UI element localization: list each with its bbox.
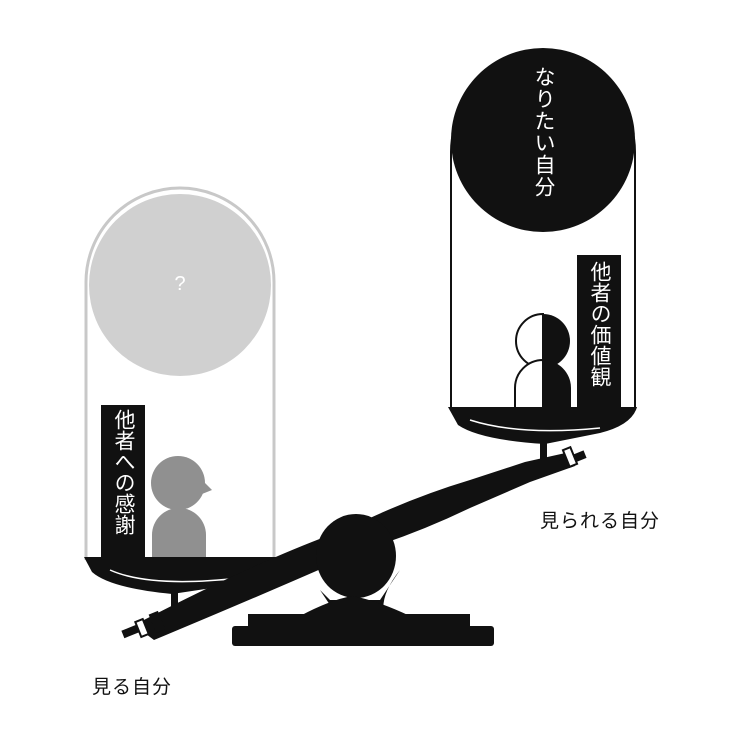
right-black-dome — [451, 48, 635, 232]
right-pan-assembly — [448, 48, 637, 462]
right-pan-tag: 他者の価値観 — [577, 255, 621, 407]
fulcrum-knob — [316, 514, 396, 598]
right-pan-caption: 見られる自分 — [540, 511, 661, 532]
gray-person-icon — [151, 456, 212, 557]
right-pan-hanger — [540, 440, 547, 462]
left-pan-assembly: ? — [84, 186, 276, 618]
left-pan-tag: 他者への感謝 — [101, 405, 145, 557]
right-pan-plate — [448, 407, 637, 444]
left-pan-hanger — [171, 590, 178, 618]
half-person-icon — [514, 312, 571, 411]
left-pan-caption: 見る自分 — [92, 677, 173, 698]
left-glass-jar — [84, 186, 276, 560]
scale-base — [232, 514, 494, 646]
base-pedestal — [300, 596, 410, 616]
right-dome-label: なりたい自分 — [532, 66, 555, 198]
left-dome-question: ? — [174, 273, 185, 295]
base-plate — [248, 614, 470, 628]
left-gray-dome — [89, 194, 271, 376]
